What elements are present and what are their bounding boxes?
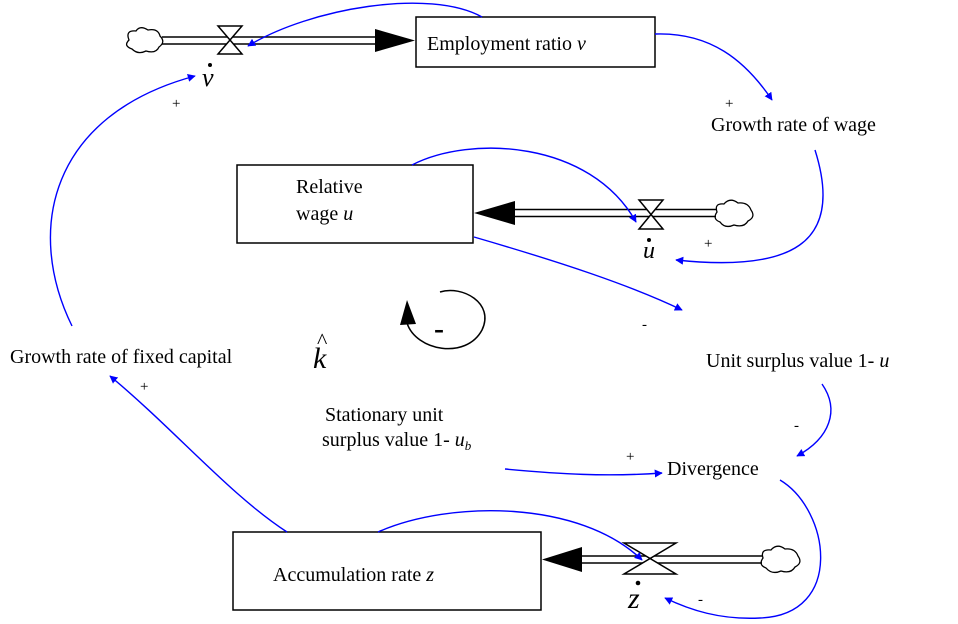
employment-flow [125,25,415,55]
relative-wage-stock: Relative wage u [236,164,474,244]
svg-text:Stationary unit: Stationary unit [325,404,444,426]
z-dot-valve [621,542,679,575]
svg-text:Accumulation rate z: Accumulation rate z [273,564,434,586]
u-dot-valve [637,199,665,230]
accumulation-rate-label: Accumulation rate [273,564,426,586]
employment-ratio-stock: Employment ratio v [415,16,656,68]
link-relative-wage-to-unit-surplus [473,236,683,311]
polarity-divergence-from-unit: - [794,418,799,434]
stationary-surplus-label: Stationary unit surplus value 1- ub [322,404,472,453]
relative-wage-symbol: u [343,203,353,225]
cloud-source-top [125,27,164,54]
divergence-label: Divergence [667,458,759,480]
link-employment-to-vdot [247,2,483,47]
relative-wage-flow [474,199,754,230]
causal-links [49,2,832,619]
relative-wage-label-line2: wage [296,203,343,225]
link-accumulation-to-zdot [377,510,643,561]
svg-text:u: u [643,238,655,264]
polarity-divergence-from-stationary: + [626,449,634,465]
svg-text:k: k [313,342,327,375]
link-divergence-to-zdot [664,479,822,619]
z-dot-label: z [627,580,641,615]
growth-rate-of-wage-label: Growth rate of wage [711,114,876,136]
accumulation-rate-symbol: z [425,564,434,586]
polarity-zdot: - [698,592,703,608]
polarity-unit-surplus: - [642,317,647,333]
relative-wage-label-line1: Relative [296,176,363,198]
svg-text:v: v [202,63,214,92]
unit-surplus-value-label: Unit surplus value 1- u [706,350,889,372]
link-accumulation-to-growth-capital [109,375,288,533]
accumulation-rate-stock: Accumulation rate z [232,531,542,611]
cloud-source-bottom [760,545,801,574]
link-unit-surplus-to-divergence [796,383,832,457]
balancing-loop-indicator: - [400,289,486,350]
link-relative-wage-to-udot [411,147,637,223]
loop-polarity: - [434,312,444,345]
link-growth-capital-to-vdot [49,74,196,327]
link-growth-wage-to-udot [675,149,824,265]
polarity-growth-capital: + [140,379,148,395]
svg-text:wage u: wage u [296,203,353,225]
polarity-udot: + [704,236,712,252]
polarity-growth-wage: + [725,96,733,112]
accumulation-flow [542,542,801,575]
cloud-source-middle [714,199,754,228]
link-stationary-to-divergence [504,468,663,478]
polarity-vdot: + [172,96,180,112]
v-dot-label: v [202,63,214,92]
employment-ratio-label: Employment ratio [427,33,577,55]
link-employment-to-growth-wage [654,33,773,101]
employment-ratio-symbol: v [577,33,586,55]
v-dot-valve [216,25,244,55]
svg-text:^: ^ [317,328,328,353]
svg-text:Growth rate of fixed capital: Growth rate of fixed capital [10,346,233,368]
growth-rate-fixed-capital-label: Growth rate of fixed capital k ^ [10,328,328,375]
svg-text:z: z [627,582,640,615]
svg-text:surplus value 1- ub: surplus value 1- ub [322,429,472,453]
u-dot-label: u [643,238,655,264]
svg-text:Employment ratio v: Employment ratio v [427,33,586,55]
